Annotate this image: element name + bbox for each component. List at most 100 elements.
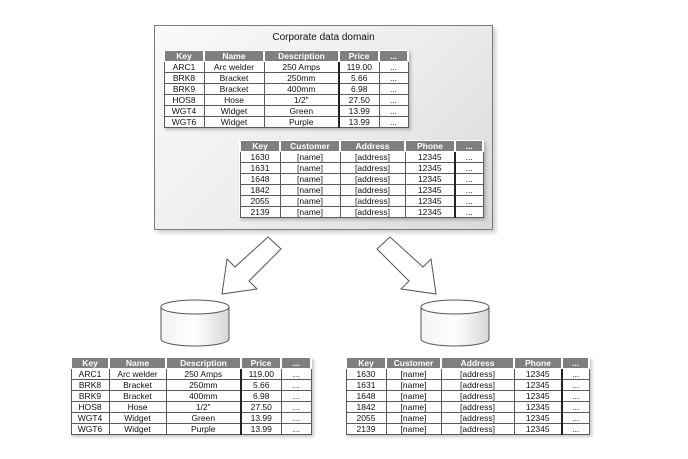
table-cell: Bracket	[203, 83, 265, 95]
table-cell: ...	[561, 412, 590, 424]
table-cell: [name]	[279, 206, 341, 218]
table-cell: ...	[378, 72, 409, 84]
column-header: Price	[240, 357, 282, 369]
table-cell: Bracket	[108, 390, 167, 402]
table-cell: Widget	[203, 105, 265, 117]
table-cell: 2139	[239, 206, 281, 218]
table-cell: 12345	[513, 412, 563, 424]
table-row: 1842[name][address]12345...	[239, 184, 484, 196]
table-cell: [name]	[385, 412, 442, 424]
table-cell: ...	[561, 390, 590, 402]
column-header: ...	[561, 357, 590, 369]
table-cell: Hose	[203, 94, 265, 106]
table-cell: 12345	[404, 206, 456, 218]
table-cell: ...	[280, 401, 312, 413]
table-cell: WGT4	[70, 412, 110, 424]
table-cell: ...	[378, 83, 409, 95]
table-row: 2139[name][address]12345...	[239, 206, 484, 218]
table-cell: Bracket	[108, 379, 167, 391]
arrow-down-left-icon	[221, 236, 282, 295]
table-cell: Purple	[263, 116, 340, 128]
table-cell: Widget	[108, 412, 167, 424]
table-cell: 12345	[404, 195, 456, 207]
table-cell: 119.00	[338, 61, 380, 73]
table-cell: Widget	[108, 423, 167, 435]
table-cell: [address]	[440, 390, 515, 402]
table-cell: 13.99	[338, 116, 380, 128]
table-cell: [name]	[385, 390, 442, 402]
table-cell: 12345	[404, 184, 456, 196]
column-header: ...	[454, 140, 484, 152]
table-row: 1631[name][address]12345...	[239, 162, 484, 174]
table-cell: 119.00	[240, 368, 282, 380]
column-header: Phone	[513, 357, 563, 369]
column-header: Name	[203, 50, 265, 62]
table-cell: 12345	[513, 379, 563, 391]
table-cell: ARC1	[163, 61, 205, 73]
table-cell: 1630	[345, 368, 387, 380]
table-cell: 12345	[513, 423, 563, 435]
column-header: Description	[165, 357, 242, 369]
table-cell: [address]	[339, 162, 406, 174]
table-row: 1630[name][address]12345...	[345, 368, 590, 380]
table-cell: 250 Amps	[263, 61, 340, 73]
column-header: Key	[239, 140, 281, 152]
table-cell: 400mm	[165, 390, 242, 402]
table-row: 2055[name][address]12345...	[239, 195, 484, 207]
table-cell: ...	[280, 412, 312, 424]
table-cell: 1648	[239, 173, 281, 185]
table-cell: 12345	[513, 390, 563, 402]
table-cell: ...	[561, 423, 590, 435]
column-header: Customer	[385, 357, 442, 369]
table-cell: Green	[263, 105, 340, 117]
table-cell: 250mm	[263, 72, 340, 84]
table-cell: 1/2"	[263, 94, 340, 106]
column-header: Price	[338, 50, 380, 62]
table-cell: [name]	[279, 173, 341, 185]
table-cell: 1842	[345, 401, 387, 413]
table-cell: ...	[454, 206, 484, 218]
table-cell: ...	[378, 116, 409, 128]
table-cell: 6.98	[240, 390, 282, 402]
table-cell: 250 Amps	[165, 368, 242, 380]
arrow-down-right-icon	[376, 236, 437, 295]
table-row: 2055[name][address]12345...	[345, 412, 590, 424]
column-header: Key	[163, 50, 205, 62]
table-cell: 13.99	[240, 412, 282, 424]
table-cell: [name]	[385, 379, 442, 391]
table-cell: 12345	[513, 368, 563, 380]
table-cell: 1842	[239, 184, 281, 196]
table-cell: [address]	[440, 379, 515, 391]
column-header: Address	[440, 357, 515, 369]
table-cell: ...	[280, 390, 312, 402]
table-cell: 13.99	[240, 423, 282, 435]
table-cell: [address]	[440, 368, 515, 380]
table-cell: [address]	[440, 401, 515, 413]
column-header: Phone	[404, 140, 456, 152]
table-cell: Bracket	[203, 72, 265, 84]
table-cell: 1/2"	[165, 401, 242, 413]
table-cell: 12345	[404, 162, 456, 174]
table-row: 1648[name][address]12345...	[345, 390, 590, 402]
column-header: Key	[345, 357, 387, 369]
database-cylinder-icon	[419, 298, 491, 348]
table-cell: 1630	[239, 151, 281, 163]
table-cell: [address]	[339, 184, 406, 196]
table-cell: Arc welder	[108, 368, 167, 380]
table-row: 1631[name][address]12345...	[345, 379, 590, 391]
table-row: 2139[name][address]12345...	[345, 423, 590, 435]
column-header: Address	[339, 140, 406, 152]
table-cell: ...	[378, 61, 409, 73]
table-cell: [address]	[440, 412, 515, 424]
table-cell: [name]	[385, 423, 442, 435]
table-cell: [address]	[339, 173, 406, 185]
